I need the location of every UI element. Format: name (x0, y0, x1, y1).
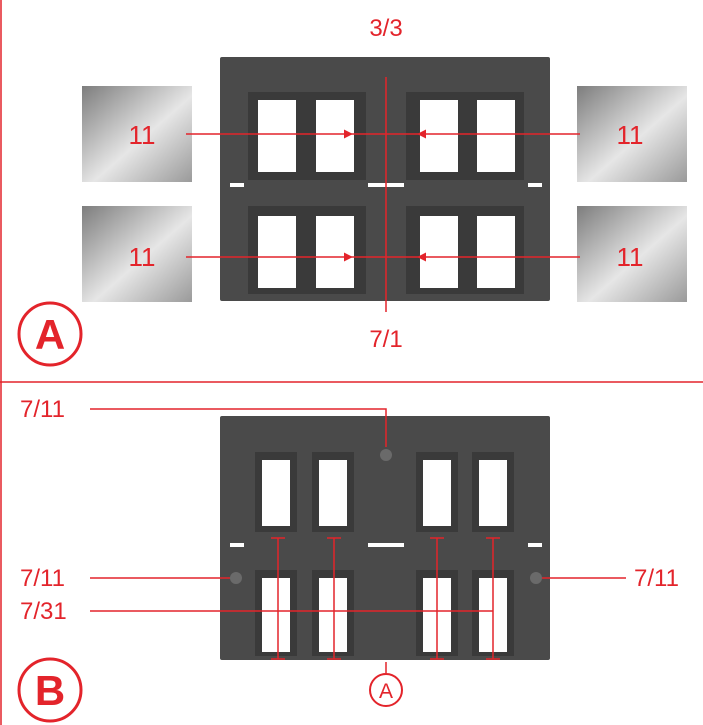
glass-pane-bottom-right (577, 206, 687, 302)
part-label-mid-right: 7/11 (634, 565, 679, 592)
window-opening (420, 100, 458, 172)
part-label-lower-left: 7/31 (20, 598, 67, 625)
part-label-bottom: 7/1 (369, 326, 402, 353)
step-letter-a: A (35, 311, 65, 358)
glass-label: 11 (617, 242, 644, 272)
mounting-peg (530, 572, 542, 584)
reference-letter: A (379, 680, 393, 703)
panel-b: 7/11 7/11 7/11 7/31 A B (17, 396, 679, 723)
window-opening (316, 100, 354, 172)
window-opening (477, 216, 515, 288)
panel-slot (230, 183, 244, 187)
leader-top-peg (90, 408, 387, 447)
panel-slot (230, 543, 244, 547)
wall-panel-b (220, 416, 550, 660)
panel-slot (368, 543, 404, 547)
step-badge-a (17, 301, 83, 367)
window-opening (319, 578, 347, 652)
window-opening (423, 460, 451, 526)
window-opening (477, 100, 515, 172)
mounting-peg (380, 449, 392, 461)
window-opening (262, 578, 290, 652)
panel-slot (528, 543, 542, 547)
mounting-peg (230, 572, 242, 584)
reference-badge (369, 673, 403, 707)
glass-label: 11 (129, 120, 156, 150)
window-opening (258, 100, 296, 172)
panel-slot (528, 183, 542, 187)
glass-label: 11 (617, 120, 644, 150)
mullion-markers (271, 537, 500, 660)
step-badge-b (17, 657, 83, 723)
window-opening (258, 216, 296, 288)
window-opening (316, 216, 354, 288)
glass-label: 11 (129, 242, 156, 272)
part-label-top-left: 7/11 (20, 396, 65, 423)
panel-a: 3/3 7/1 11 11 11 11 A (17, 15, 687, 367)
window-opening (420, 216, 458, 288)
window-opening (319, 460, 347, 526)
part-label-top: 3/3 (369, 15, 402, 42)
glass-pane-top-right (577, 86, 687, 182)
part-label-mid-left: 7/11 (20, 565, 65, 592)
glass-pane-top-left (82, 86, 192, 182)
window-opening (262, 460, 290, 526)
window-opening (479, 460, 507, 526)
glass-pane-bottom-left (82, 206, 192, 302)
step-letter-b: B (35, 667, 65, 714)
